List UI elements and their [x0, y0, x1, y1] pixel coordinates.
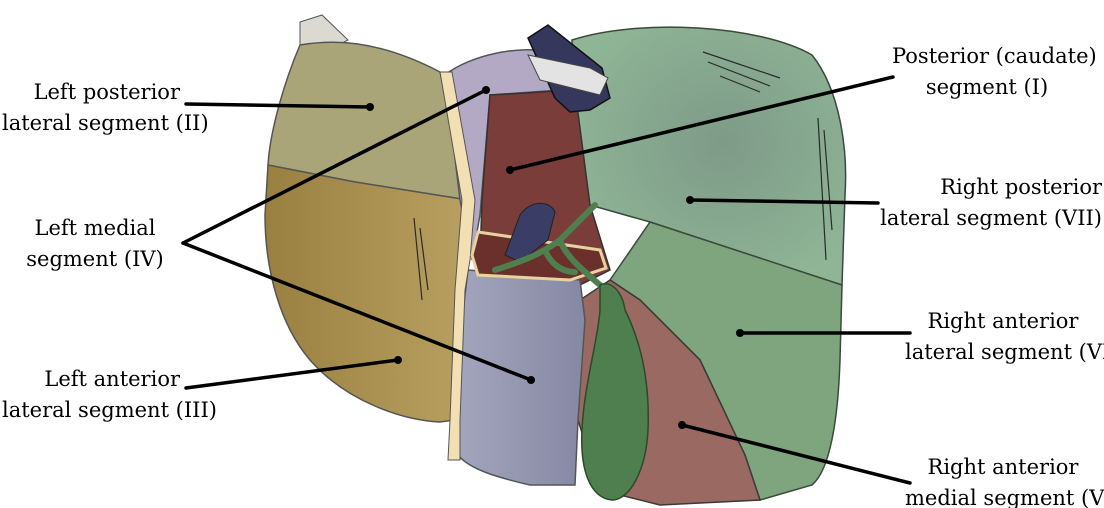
label-right-posterior-line1: Right posterior [880, 172, 1102, 203]
label-left-medial: Left medial segment (IV) [20, 213, 170, 275]
label-left-medial-line1: Left medial [20, 213, 170, 244]
label-right-anterior-lateral-line1: Right anterior [905, 306, 1101, 337]
dot-IV-lower [527, 376, 535, 384]
label-left-posterior-line1: Left posterior [2, 77, 180, 108]
dot-II [366, 103, 374, 111]
label-right-anterior-lateral-line2: lateral segment (VI) [905, 337, 1101, 368]
label-left-anterior: Left anterior lateral segment (III) [2, 364, 180, 426]
label-caudate: Posterior (caudate) segment (I) [892, 41, 1082, 103]
label-right-posterior-line2: lateral segment (VII) [880, 203, 1102, 234]
label-left-anterior-line2: lateral segment (III) [2, 395, 180, 426]
label-left-medial-line2: segment (IV) [20, 244, 170, 275]
dot-III [394, 356, 402, 364]
label-right-anterior-medial-line1: Right anterior [905, 452, 1101, 483]
segment-III [265, 165, 468, 422]
label-right-anterior-lateral: Right anterior lateral segment (VI) [905, 306, 1101, 368]
label-left-posterior-line2: lateral segment (II) [2, 108, 180, 139]
label-left-posterior: Left posterior lateral segment (II) [2, 77, 180, 139]
label-right-anterior-medial-line2: medial segment (V) [905, 483, 1101, 508]
label-right-anterior-medial: Right anterior medial segment (V) [905, 452, 1101, 508]
label-left-anterior-line1: Left anterior [2, 364, 180, 395]
dot-VI [736, 329, 744, 337]
dot-VII [686, 196, 694, 204]
label-right-posterior: Right posterior lateral segment (VII) [880, 172, 1102, 234]
dot-V [678, 421, 686, 429]
label-caudate-line1: Posterior (caudate) [892, 41, 1082, 72]
dot-IV-upper [482, 86, 490, 94]
label-caudate-line2: segment (I) [892, 72, 1082, 103]
dot-I [506, 166, 514, 174]
